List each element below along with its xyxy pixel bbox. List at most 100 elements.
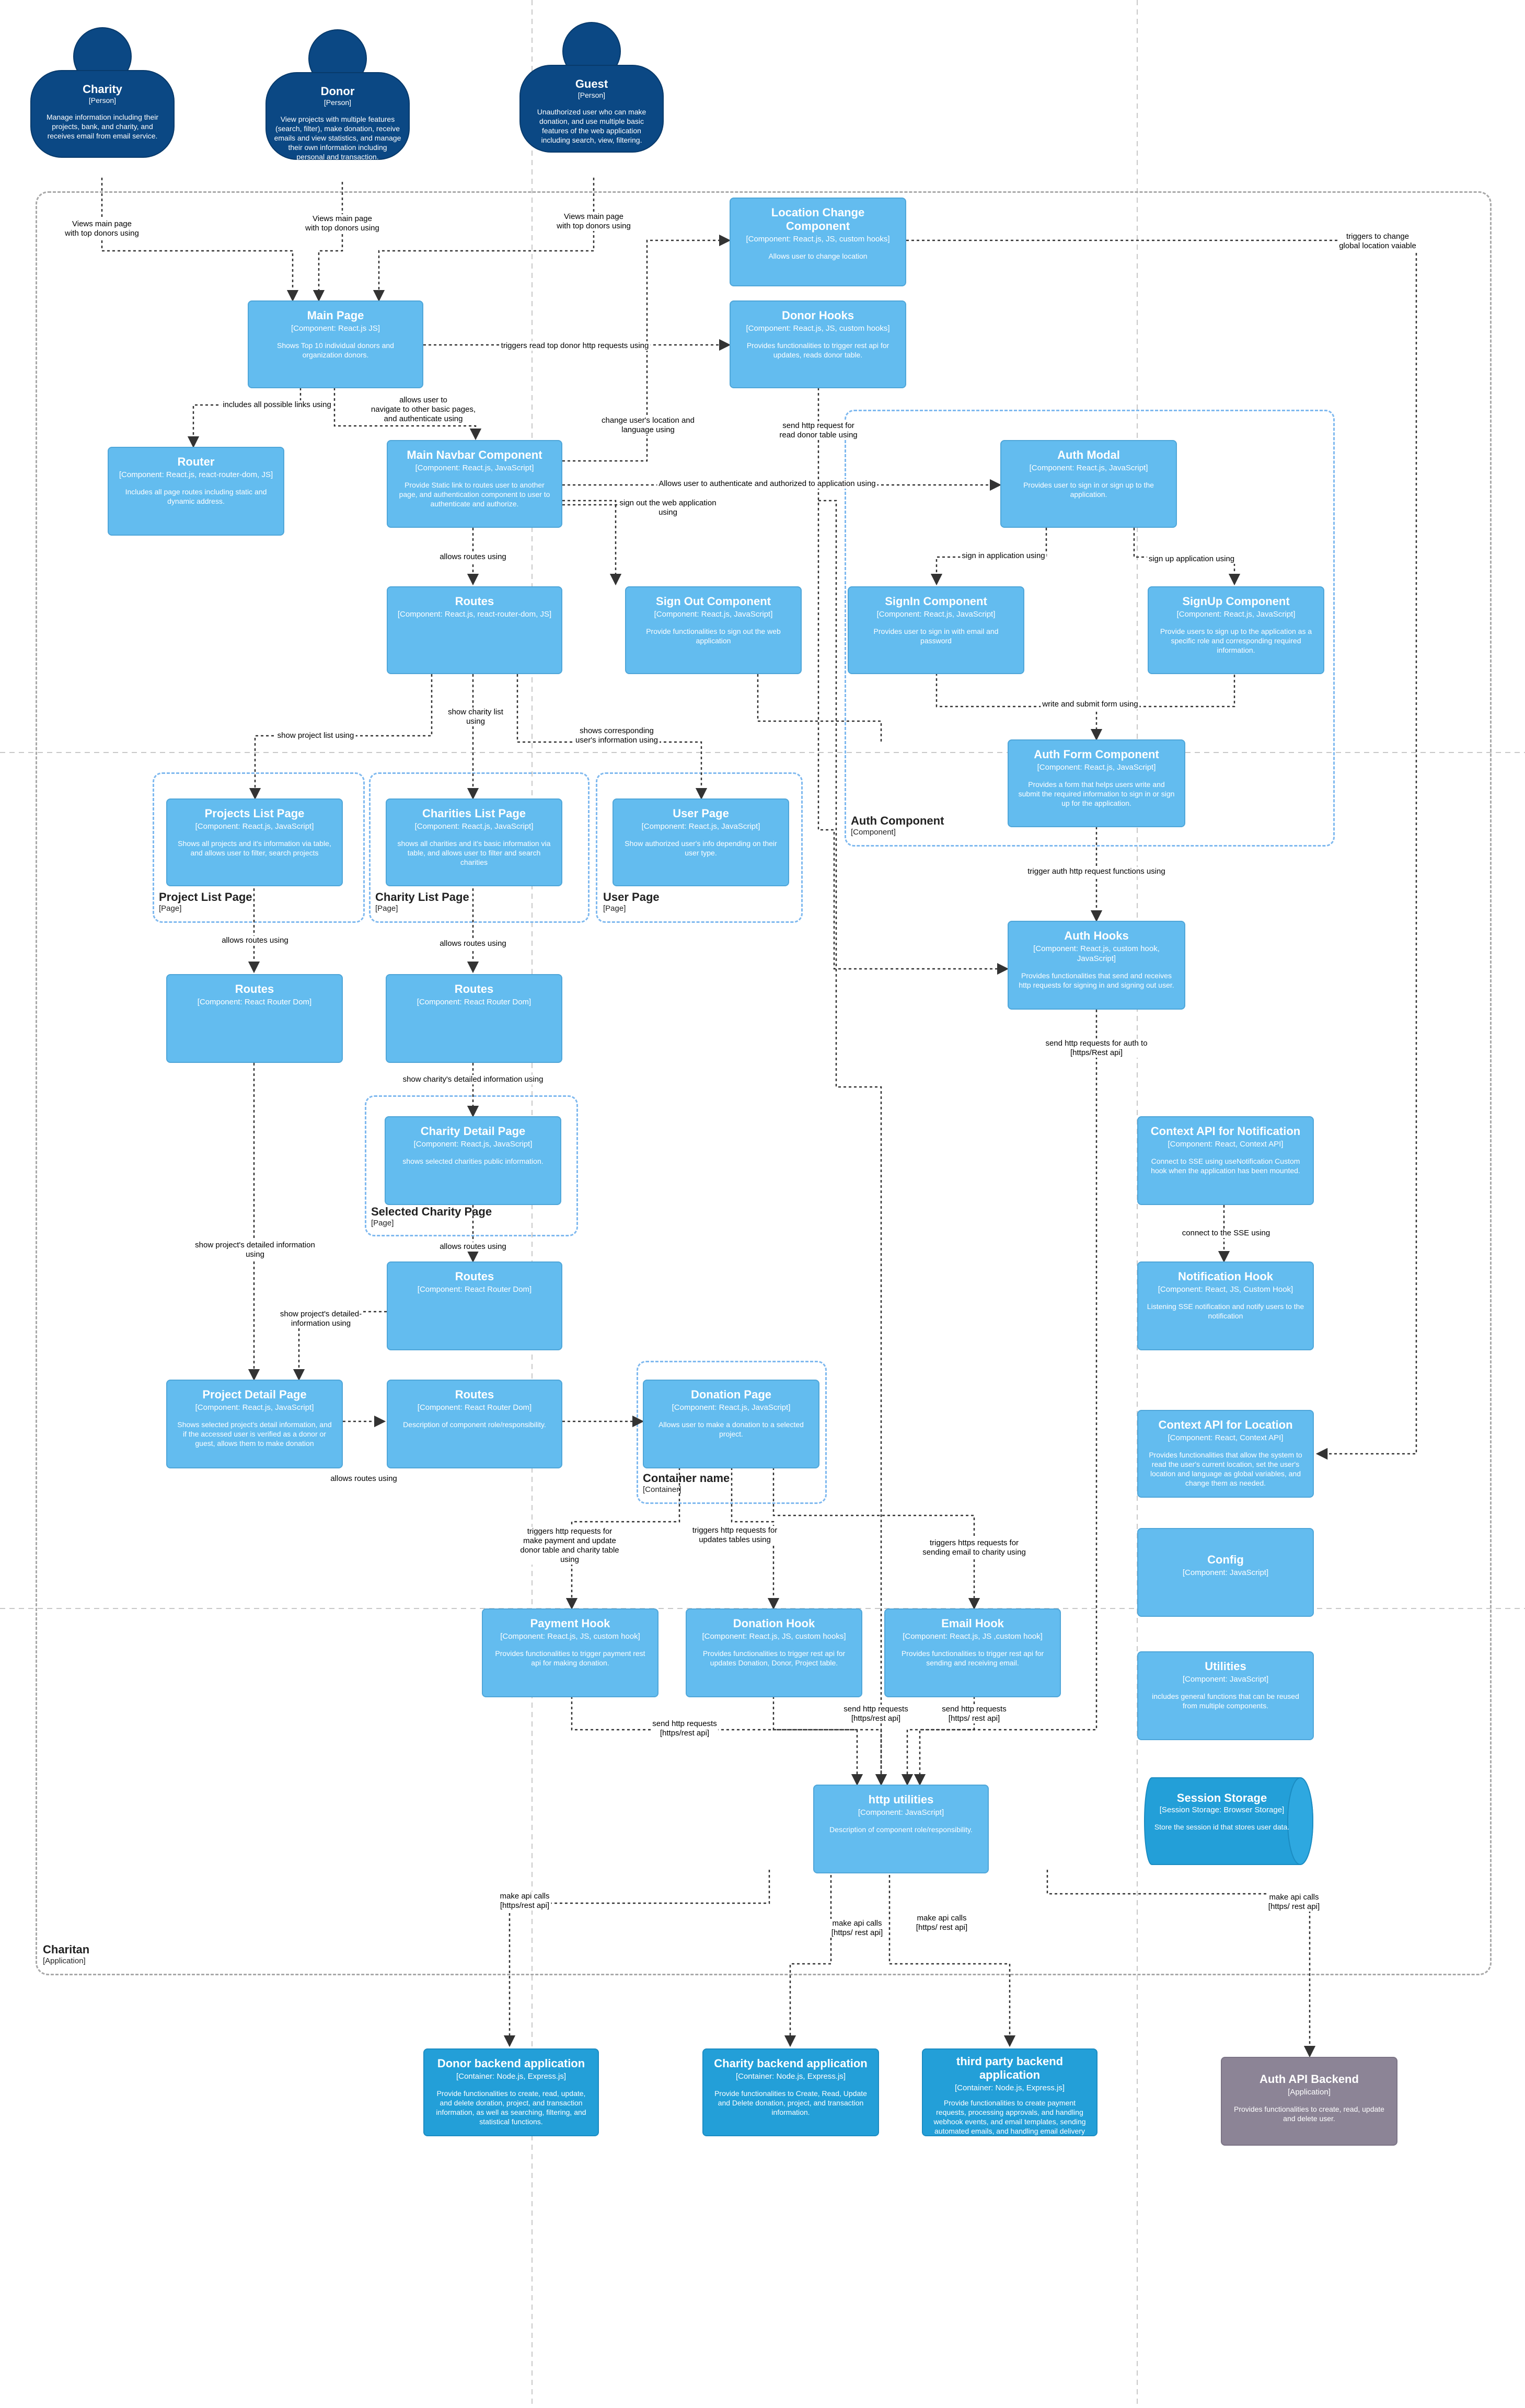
- user-page-type: [Component: React.js, JavaScript]: [641, 822, 760, 831]
- edge-label-donor-api-calls: make api calls [https/rest api]: [498, 1892, 551, 1911]
- auth-form-type: [Component: React.js, JavaScript]: [1037, 763, 1156, 772]
- charitan-boundary: [36, 191, 1492, 1975]
- auth-modal-component[interactable]: Auth Modal [Component: React.js, JavaScr…: [1000, 440, 1177, 528]
- main-navbar-component[interactable]: Main Navbar Component [Component: React.…: [387, 440, 562, 528]
- user-page-title: User Page: [673, 807, 729, 820]
- charity-list-page-label: Charity List Page [Page]: [375, 890, 469, 913]
- payment-hook-component[interactable]: Payment Hook [Component: React.js, JS, c…: [482, 1608, 658, 1697]
- context-notification-component[interactable]: Context API for Notification [Component:…: [1137, 1116, 1314, 1205]
- edge-label-connect-sse: connect to the SSE using: [1180, 1229, 1272, 1238]
- signin-title: SignIn Component: [885, 595, 987, 608]
- edge-label-donor-views: Views main page with top donors using: [304, 214, 381, 233]
- routes-projects-type: [Component: React Router Dom]: [197, 998, 312, 1006]
- routes-charities-component[interactable]: Routes [Component: React Router Dom]: [386, 974, 562, 1063]
- edge-label-show-project-detail-2: show project's detailed- information usi…: [278, 1310, 364, 1328]
- http-utilities-component[interactable]: http utilities [Component: JavaScript] D…: [813, 1785, 989, 1873]
- auth-hooks-type: [Component: React.js, custom hook, JavaS…: [1033, 944, 1160, 963]
- auth-hooks-component[interactable]: Auth Hooks [Component: React.js, custom …: [1008, 921, 1185, 1010]
- charity-detail-title: Charity Detail Page: [420, 1125, 526, 1138]
- third-party-backend-container[interactable]: third party backend application [Contain…: [922, 2048, 1097, 2136]
- project-detail-page-component[interactable]: Project Detail Page [Component: React.js…: [166, 1380, 343, 1468]
- project-detail-title: Project Detail Page: [202, 1388, 307, 1401]
- edge-label-includes-links: includes all possible links using: [221, 400, 333, 410]
- auth-api-backend-type: [Application]: [1288, 2088, 1331, 2097]
- projects-list-page-component[interactable]: Projects List Page [Component: React.js,…: [166, 798, 343, 886]
- donation-hook-component[interactable]: Donation Hook [Component: React.js, JS, …: [686, 1608, 862, 1697]
- edge-label-sign-in-app: sign in application using: [960, 551, 1047, 561]
- person-guest-type: [Person]: [577, 91, 606, 99]
- edge-label-trigger-auth-http: trigger auth http request functions usin…: [1026, 867, 1167, 876]
- auth-component-title: Auth Component: [851, 814, 944, 827]
- donor-hooks-desc: Provides functionalities to trigger rest…: [746, 341, 889, 359]
- config-type: [Component: JavaScript]: [1182, 1568, 1269, 1577]
- donor-hooks-component[interactable]: Donor Hooks [Component: React.js, JS, cu…: [730, 300, 906, 388]
- edge-label-change-global-location: triggers to change global location vaiab…: [1337, 232, 1418, 251]
- charitan-label: Charitan [Application]: [43, 1943, 89, 1966]
- edge-label-show-charity-list: show charity list using: [446, 708, 505, 726]
- user-page-component[interactable]: User Page [Component: React.js, JavaScri…: [613, 798, 789, 886]
- sign-out-type: [Component: React.js, JavaScript]: [654, 610, 773, 619]
- payment-hook-desc: Provides functionalities to trigger paym…: [495, 1649, 645, 1667]
- config-component[interactable]: Config [Component: JavaScript]: [1137, 1528, 1314, 1617]
- donor-backend-type: [Container: Node.js, Express.js]: [456, 2072, 567, 2081]
- auth-hooks-title: Auth Hooks: [1064, 929, 1129, 942]
- edge-label-email-http: send http requests [https/ rest api]: [940, 1705, 1008, 1723]
- charity-detail-page-component[interactable]: Charity Detail Page [Component: React.js…: [385, 1116, 561, 1205]
- location-change-type: [Component: React.js, JS, custom hooks]: [746, 235, 890, 244]
- signup-desc: Provide users to sign up to the applicat…: [1160, 627, 1312, 654]
- sign-out-component[interactable]: Sign Out Component [Component: React.js,…: [625, 586, 802, 674]
- charity-backend-type: [Container: Node.js, Express.js]: [735, 2072, 846, 2081]
- charity-backend-container[interactable]: Charity backend application [Container: …: [702, 2048, 879, 2136]
- person-guest[interactable]: Guest [Person] Unauthorized user who can…: [519, 22, 664, 153]
- routes-projects-component[interactable]: Routes [Component: React Router Dom]: [166, 974, 343, 1063]
- edge-label-shows-user-info: shows corresponding user's information u…: [574, 726, 660, 745]
- edge-label-auth-rest-api: send http requests for auth to [https/Re…: [1044, 1039, 1149, 1058]
- routes-donation-type: [Component: React Router Dom]: [417, 1403, 532, 1412]
- email-hook-type: [Component: React.js, JS ,custom hook]: [903, 1632, 1043, 1641]
- project-list-page-title: Project List Page: [159, 890, 252, 904]
- routes-detail-component[interactable]: Routes [Component: React Router Dom]: [387, 1261, 562, 1350]
- context-location-component[interactable]: Context API for Location [Component: Rea…: [1137, 1410, 1314, 1498]
- routes-charities-type: [Component: React Router Dom]: [417, 998, 532, 1006]
- person-charity[interactable]: Charity [Person] Manage information incl…: [30, 27, 175, 158]
- routes-donation-component[interactable]: Routes [Component: React Router Dom] Des…: [387, 1380, 562, 1468]
- donor-hooks-title: Donor Hooks: [781, 309, 854, 322]
- signup-component[interactable]: SignUp Component [Component: React.js, J…: [1148, 586, 1324, 674]
- edge-label-change-location-language: change user's location and language usin…: [600, 416, 696, 435]
- person-donor[interactable]: Donor [Person] View projects with multip…: [265, 29, 410, 161]
- notification-hook-component[interactable]: Notification Hook [Component: React, JS,…: [1137, 1261, 1314, 1350]
- location-change-component[interactable]: Location Change Component [Component: Re…: [730, 198, 906, 286]
- location-change-desc: Allows user to change location: [768, 252, 868, 260]
- router-component[interactable]: Router [Component: React.js, react-route…: [108, 447, 284, 536]
- selected-charity-page-type: [Page]: [371, 1219, 394, 1228]
- container-name-type: [Container]: [643, 1485, 681, 1494]
- charities-list-title: Charities List Page: [422, 807, 526, 820]
- charity-backend-desc: Provide functionalities to Create, Read,…: [714, 2089, 867, 2116]
- email-hook-component[interactable]: Email Hook [Component: React.js, JS ,cus…: [884, 1608, 1061, 1697]
- signin-component[interactable]: SignIn Component [Component: React.js, J…: [848, 586, 1024, 674]
- donor-backend-container[interactable]: Donor backend application [Container: No…: [423, 2048, 599, 2136]
- donation-page-desc: Allows user to make a donation to a sele…: [658, 1420, 804, 1438]
- session-storage-cylinder-shape: [1144, 1777, 1313, 1865]
- auth-form-component[interactable]: Auth Form Component [Component: React.js…: [1008, 739, 1185, 827]
- main-page-type: [Component: React.js JS]: [291, 324, 380, 333]
- auth-component-boundary: [845, 410, 1335, 847]
- routes-projects-title: Routes: [235, 982, 274, 995]
- user-page-group-type: [Page]: [603, 904, 626, 913]
- charities-list-page-component[interactable]: Charities List Page [Component: React.js…: [386, 798, 562, 886]
- edge-label-trigger-updates: triggers http requests for updates table…: [690, 1526, 779, 1545]
- auth-api-backend[interactable]: Auth API Backend [Application] Provides …: [1221, 2057, 1397, 2146]
- edge-label-navigate-basic: allows user to navigate to other basic p…: [369, 396, 478, 424]
- donation-page-component[interactable]: Donation Page [Component: React.js, Java…: [643, 1380, 819, 1468]
- charity-list-page-title: Charity List Page: [375, 890, 469, 904]
- context-location-title: Context API for Location: [1158, 1418, 1293, 1431]
- signin-desc: Provides user to sign in with email and …: [873, 627, 999, 645]
- router-title: Router: [177, 455, 215, 468]
- payment-hook-title: Payment Hook: [530, 1617, 610, 1630]
- session-storage[interactable]: Session Storage [Session Storage: Browse…: [1143, 1777, 1315, 1866]
- main-page-component[interactable]: Main Page [Component: React.js JS] Shows…: [248, 300, 423, 388]
- routes-main-component[interactable]: Routes [Component: React.js, react-route…: [387, 586, 562, 674]
- edge-label-auth-api-calls: make api calls [https/ rest api]: [1266, 1893, 1322, 1912]
- utilities-component[interactable]: Utilities [Component: JavaScript] includ…: [1137, 1651, 1314, 1740]
